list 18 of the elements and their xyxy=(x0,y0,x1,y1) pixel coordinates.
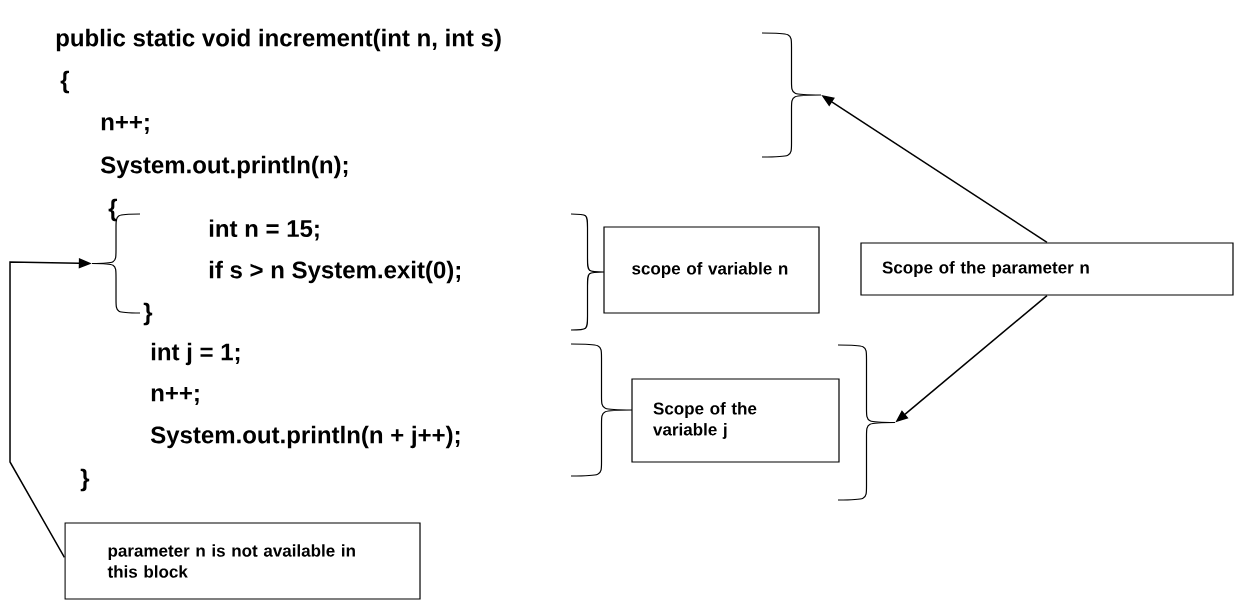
code-line: } xyxy=(80,468,90,492)
text-box: Scope of the parameter n xyxy=(860,242,1234,296)
code-line: { xyxy=(60,70,70,94)
brace xyxy=(837,344,896,501)
code-line: n++; xyxy=(151,387,199,405)
code-line: public static void increment(int n, int s) xyxy=(56,28,501,52)
code-line: System.out.println(n + j++); xyxy=(150,425,460,449)
text-box: Scope of the variable j xyxy=(631,378,840,463)
code-line: int n = 15; xyxy=(209,219,319,241)
code-line: if s > n System.exit(0); xyxy=(209,260,460,284)
code-line: System.out.println(n); xyxy=(100,155,348,179)
code-line: n++; xyxy=(101,116,149,134)
text-box: scope of variable n xyxy=(603,226,820,314)
code-line: int j = 1; xyxy=(151,342,240,366)
brace xyxy=(761,32,822,158)
code-line: { xyxy=(108,198,118,222)
code-line: } xyxy=(143,302,153,326)
text-box: parameter n is not available in this block xyxy=(64,522,421,600)
